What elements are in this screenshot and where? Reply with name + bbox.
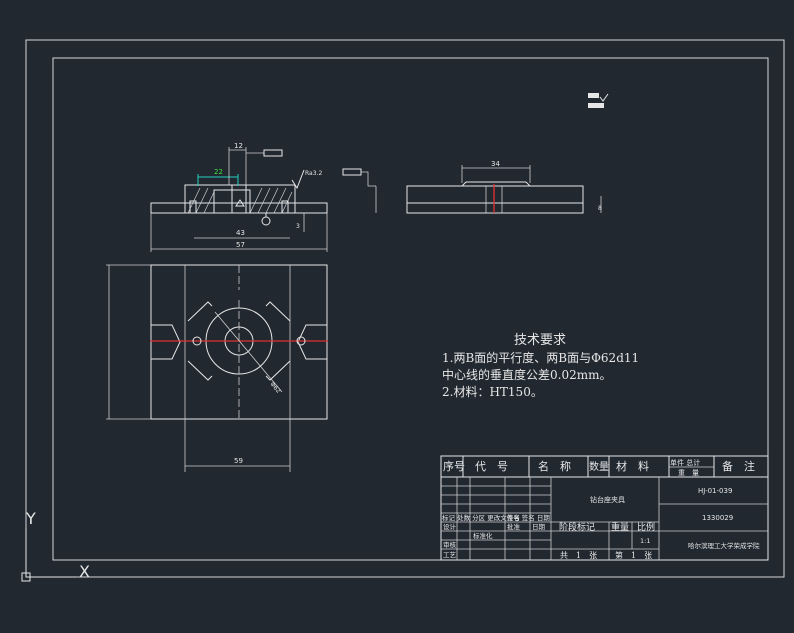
date-label: 日期 (532, 523, 546, 531)
sheet-number: 第 1 张 (615, 550, 652, 560)
side-view: 34 8 (406, 160, 602, 214)
dim-3: 3 (296, 223, 300, 230)
dim-22: 22 (214, 168, 223, 176)
row-mark: 标记 处数 分区 更改文件号 签名 日期 (442, 513, 550, 522)
sign-label: 签名 (507, 513, 520, 522)
row-process: 工艺 (443, 551, 457, 559)
school-name: 哈尔滨理工大学荣成学院 (688, 541, 760, 550)
dim-43: 43 (236, 229, 245, 237)
row-approve: 批准 (507, 522, 521, 531)
scale-label: 比例 (637, 521, 655, 533)
header-material: 材 料 (616, 459, 649, 473)
front-view: 22 12 Ra3.2 43 57 3 (150, 142, 377, 252)
roughness-note: Ra3.2 (305, 170, 322, 177)
header-code: 代 号 (475, 460, 508, 473)
tech-line-3: 2.材料：HT150。 (442, 385, 543, 399)
dim-phi62: Φ62 (268, 381, 281, 395)
header-weight-bottom: 重 量 (678, 469, 699, 477)
header-weight-top: 单件 总计 (670, 458, 700, 467)
tech-requirements: 技术要求 1.两B面的平行度、两B面与Φ62d11 中心线的垂直度公差0.02m… (442, 333, 639, 399)
dim-59: 59 (234, 457, 243, 465)
ucs-icon: Y X (21, 509, 90, 582)
dim-34: 34 (491, 160, 500, 168)
school-code: 1330029 (702, 514, 733, 522)
row-check: 审核 (443, 540, 457, 549)
tech-line-2: 中心线的垂直度公差0.02mm。 (442, 367, 611, 382)
title-block: 序号 代 号 名 称 数量 材 料 单件 总计 重 量 备 注 (440, 455, 769, 561)
scale-value: 1:1 (640, 537, 650, 545)
header-name: 名 称 (538, 459, 571, 473)
tech-line-1: 1.两B面的平行度、两B面与Φ62d11 (442, 350, 639, 365)
dim-8: 8 (598, 205, 602, 212)
stage-label: 阶段标记 (559, 521, 595, 533)
outer-border (25, 39, 785, 578)
top-view: 59 Φ62 (106, 264, 328, 472)
roughness-symbol-icon (588, 93, 609, 108)
y-axis-label: Y (25, 509, 36, 528)
part-name: 钻台座夹具 (590, 495, 625, 504)
row-design: 设计 (443, 522, 457, 531)
tech-title: 技术要求 (514, 333, 566, 348)
sheet-total: 共 1 张 (560, 551, 597, 560)
header-remark: 备 注 (722, 459, 755, 473)
inner-border (52, 57, 769, 561)
drawing-number: HJ-01-039 (698, 487, 732, 495)
dim-57: 57 (236, 241, 245, 249)
header-seq: 序号 (443, 459, 465, 473)
header-qty: 数量 (589, 460, 609, 473)
row-standard: 标准化 (473, 531, 493, 540)
weight-label: 重量 (611, 521, 629, 533)
dim-12: 12 (234, 142, 243, 150)
x-axis-label: X (79, 562, 90, 581)
